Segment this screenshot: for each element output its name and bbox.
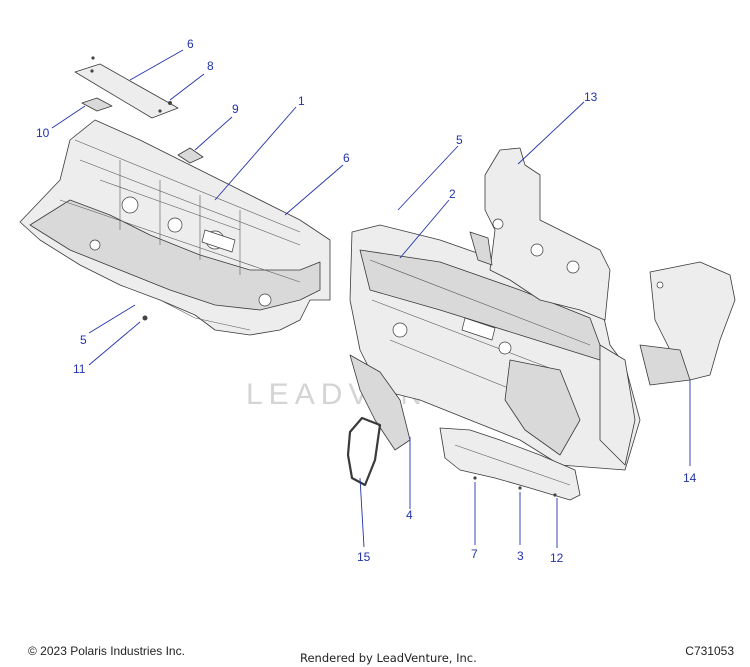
diagram-code: C731053 <box>685 644 734 658</box>
callout-1: 1 <box>298 94 305 108</box>
callout-11: 11 <box>73 362 86 376</box>
firewall-part <box>349 224 641 471</box>
callout-6a: 6 <box>343 151 350 165</box>
callout-7: 6 <box>187 37 194 51</box>
callout-6b: 7 <box>471 547 478 561</box>
callout-14: 14 <box>683 471 697 485</box>
dash-frame-part <box>19 119 331 336</box>
side-insulation-part <box>639 261 736 386</box>
callout-15: 15 <box>357 550 371 564</box>
callout-2: 2 <box>449 187 456 201</box>
rendered-by-text: Rendered by LeadVenture, Inc. <box>300 651 477 665</box>
callout-10: 10 <box>36 126 50 140</box>
clip-part <box>177 147 204 164</box>
lower-panel-part <box>439 427 581 501</box>
callout-13: 13 <box>584 90 598 104</box>
callout-9: 9 <box>232 102 239 116</box>
bracket-part <box>81 97 113 112</box>
callout-8: 8 <box>207 59 214 73</box>
seal-part <box>346 354 411 487</box>
copyright-text: © 2023 Polaris Industries Inc. <box>28 644 185 658</box>
callout-3: 3 <box>517 549 524 563</box>
screw-part <box>168 101 172 105</box>
leader-lines <box>51 49 691 548</box>
cover-plate-part <box>74 56 179 119</box>
callout-5b: 5 <box>456 133 463 147</box>
callout-4: 4 <box>406 508 413 522</box>
callout-5a: 5 <box>80 333 87 347</box>
callout-12: 12 <box>550 551 564 565</box>
fastener-part <box>142 315 148 321</box>
